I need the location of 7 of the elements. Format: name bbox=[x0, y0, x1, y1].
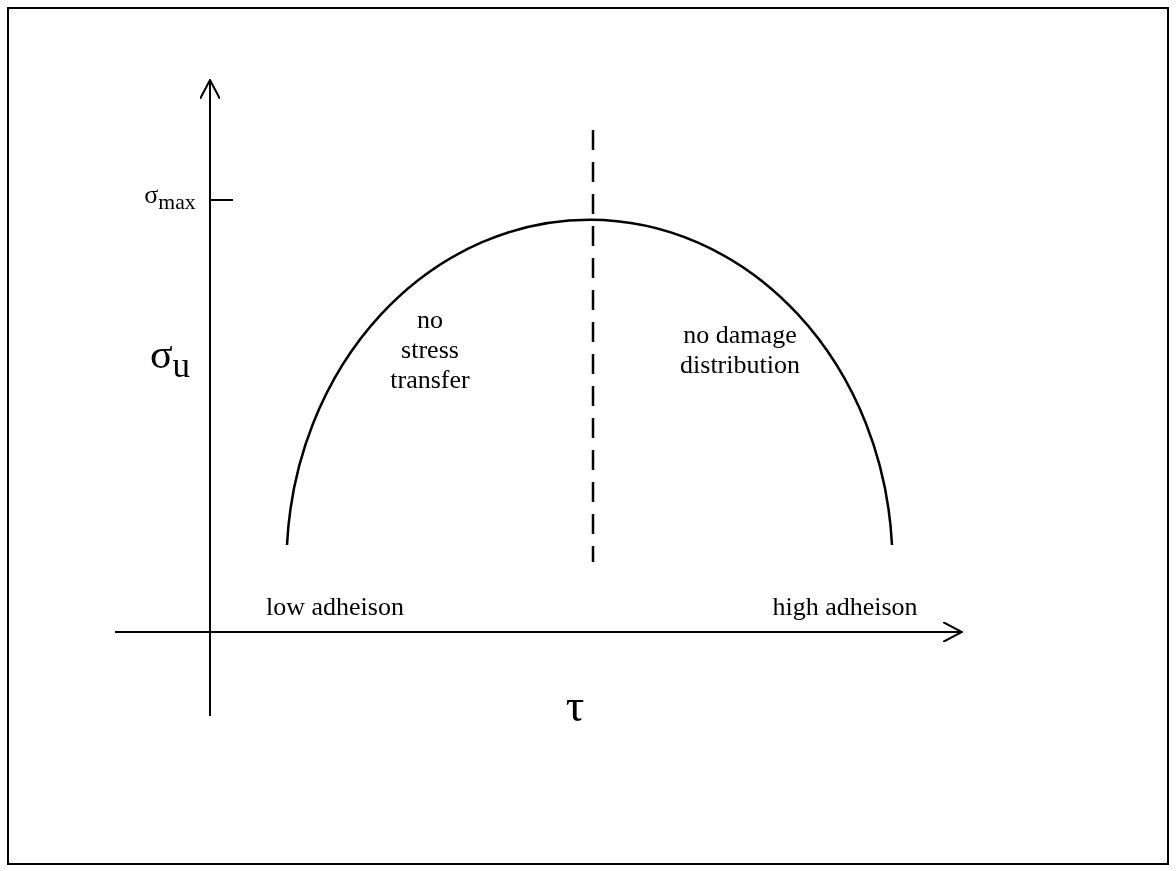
axis-end-label: high adheison bbox=[771, 592, 919, 622]
region-label: no stress transfer bbox=[389, 305, 471, 395]
region-label: no damage distribution bbox=[679, 320, 801, 380]
axis-label: τ bbox=[564, 680, 586, 733]
axis-label: σ$_{u}$ bbox=[148, 330, 192, 387]
axis-end-label: low adheison bbox=[265, 592, 405, 622]
axis-label: σ$_{max}$ bbox=[143, 180, 197, 216]
